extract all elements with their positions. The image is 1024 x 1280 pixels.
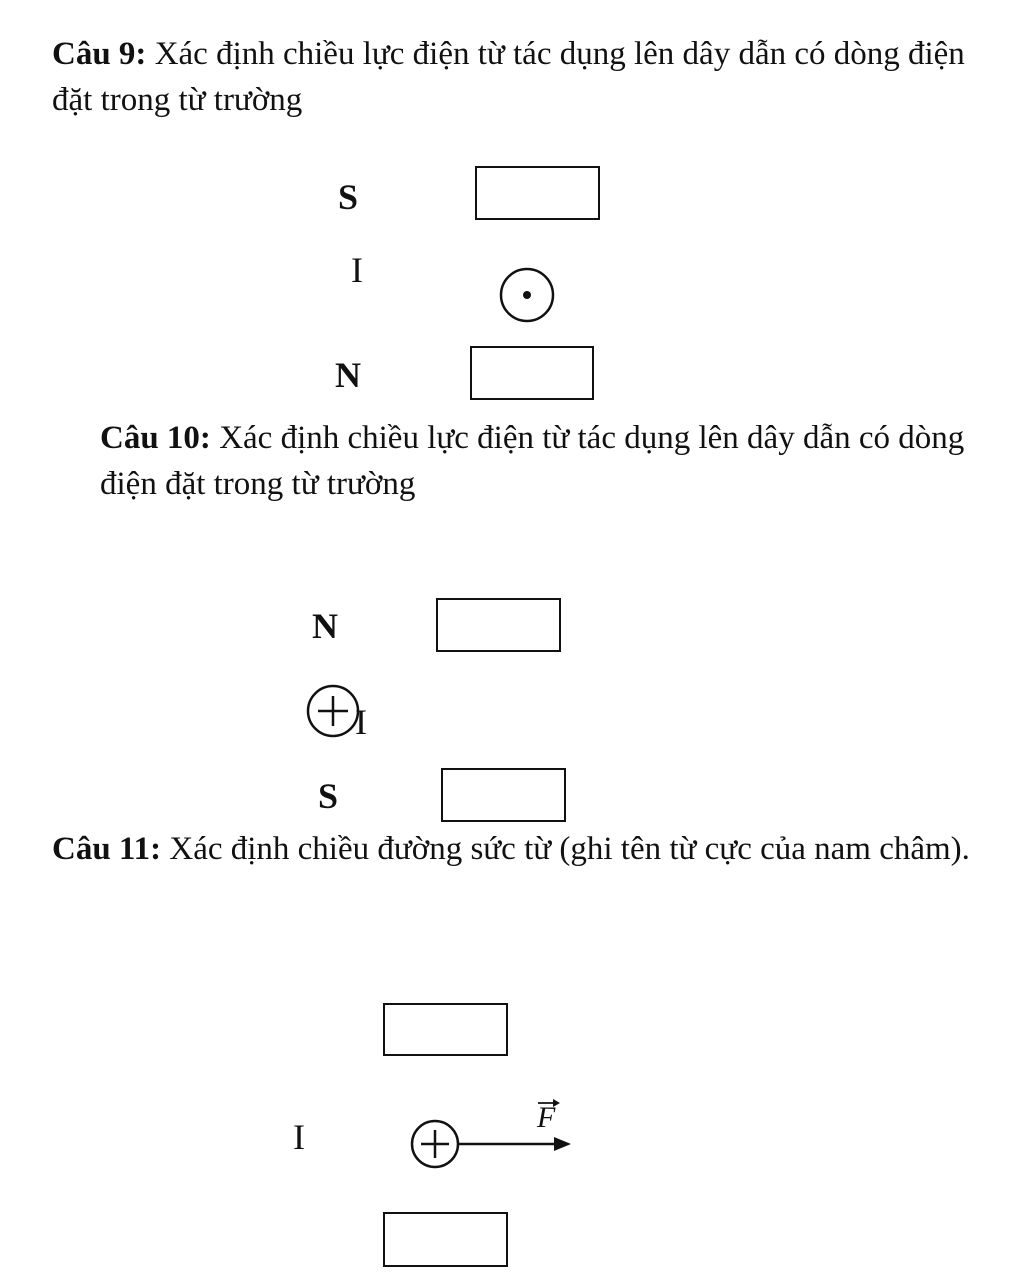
force-arrow-icon (458, 1137, 571, 1151)
question-10-body: Xác định chiều lực điện từ tác dụng lên … (100, 420, 965, 502)
q11-magnet-bottom-box (383, 1212, 508, 1267)
question-9-body: Xác định chiều lực điện từ tác dụng lên … (52, 36, 965, 118)
q10-pole-top-label: N (312, 606, 338, 646)
question-10-title: Câu 10: (100, 420, 211, 456)
q9-pole-bottom-label: N (335, 355, 361, 395)
q10-current-label: I (355, 702, 367, 742)
question-11-title: Câu 11: (52, 831, 162, 867)
question-9-text: Câu 9: Xác định chiều lực điện từ tác dụ… (52, 31, 992, 123)
q11-current-label: I (293, 1117, 305, 1157)
vector-arrow-icon (538, 1099, 560, 1107)
current-into-page-icon (306, 684, 360, 738)
q10-magnet-bottom-box (441, 768, 566, 822)
current-out-of-page-icon (499, 267, 555, 323)
question-9-title: Câu 9: (52, 36, 147, 72)
q9-pole-top-label: S (338, 177, 359, 217)
question-11-body: Xác định chiều đường sức từ (ghi tên từ … (161, 831, 970, 867)
question-11-text: Câu 11: Xác định chiều đường sức từ (ghi… (52, 826, 992, 872)
force-letter: F (537, 1101, 556, 1134)
current-into-page-icon (410, 1119, 460, 1169)
q9-current-label: I (351, 250, 363, 290)
force-label: F (533, 1097, 563, 1137)
q11-magnet-top-box (383, 1003, 508, 1056)
q9-magnet-bottom-box (470, 346, 594, 400)
question-10-text: Câu 10: Xác định chiều lực điện từ tác d… (100, 415, 1000, 507)
q10-magnet-top-box (436, 598, 561, 652)
q10-pole-bottom-label: S (318, 776, 339, 816)
q9-magnet-top-box (475, 166, 600, 220)
